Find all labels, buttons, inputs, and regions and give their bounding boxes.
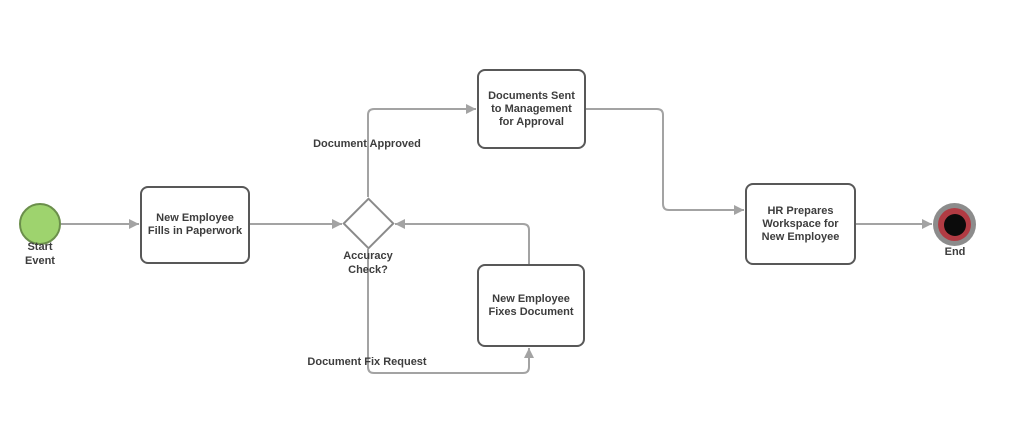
task-fill-paperwork: New Employee Fills in Paperwork bbox=[140, 186, 250, 264]
start-event-label: Start Event bbox=[25, 241, 55, 267]
task-send-management-label: Documents Sent to Management for Approva… bbox=[488, 89, 575, 128]
edge-management-to-hr bbox=[586, 108, 744, 215]
task-hr-workspace-label: HR Prepares Workspace for New Employee bbox=[761, 204, 840, 243]
edge-label-document-fix-request: Document Fix Request bbox=[307, 356, 427, 368]
end-event-ring bbox=[938, 208, 971, 241]
task-fill-paperwork-label: New Employee Fills in Paperwork bbox=[147, 212, 243, 237]
end-event-center bbox=[943, 213, 966, 236]
start-event-node bbox=[19, 203, 61, 245]
edge-fixes-to-gateway bbox=[395, 219, 530, 264]
edge-gateway-to-fixes bbox=[367, 249, 534, 374]
edge-gateway-to-management bbox=[367, 104, 476, 197]
gateway-accuracy-check-label: Accuracy Check? bbox=[343, 250, 393, 276]
edge-label-document-approved: Document Approved bbox=[313, 138, 421, 150]
end-event-node bbox=[933, 203, 976, 246]
task-fix-document-label: New Employee Fixes Document bbox=[488, 292, 574, 318]
task-send-management: Documents Sent to Management for Approva… bbox=[477, 69, 586, 149]
task-hr-workspace: HR Prepares Workspace for New Employee bbox=[745, 183, 856, 265]
task-fix-document: New Employee Fixes Document bbox=[477, 264, 585, 347]
end-event-label: End bbox=[944, 246, 966, 258]
